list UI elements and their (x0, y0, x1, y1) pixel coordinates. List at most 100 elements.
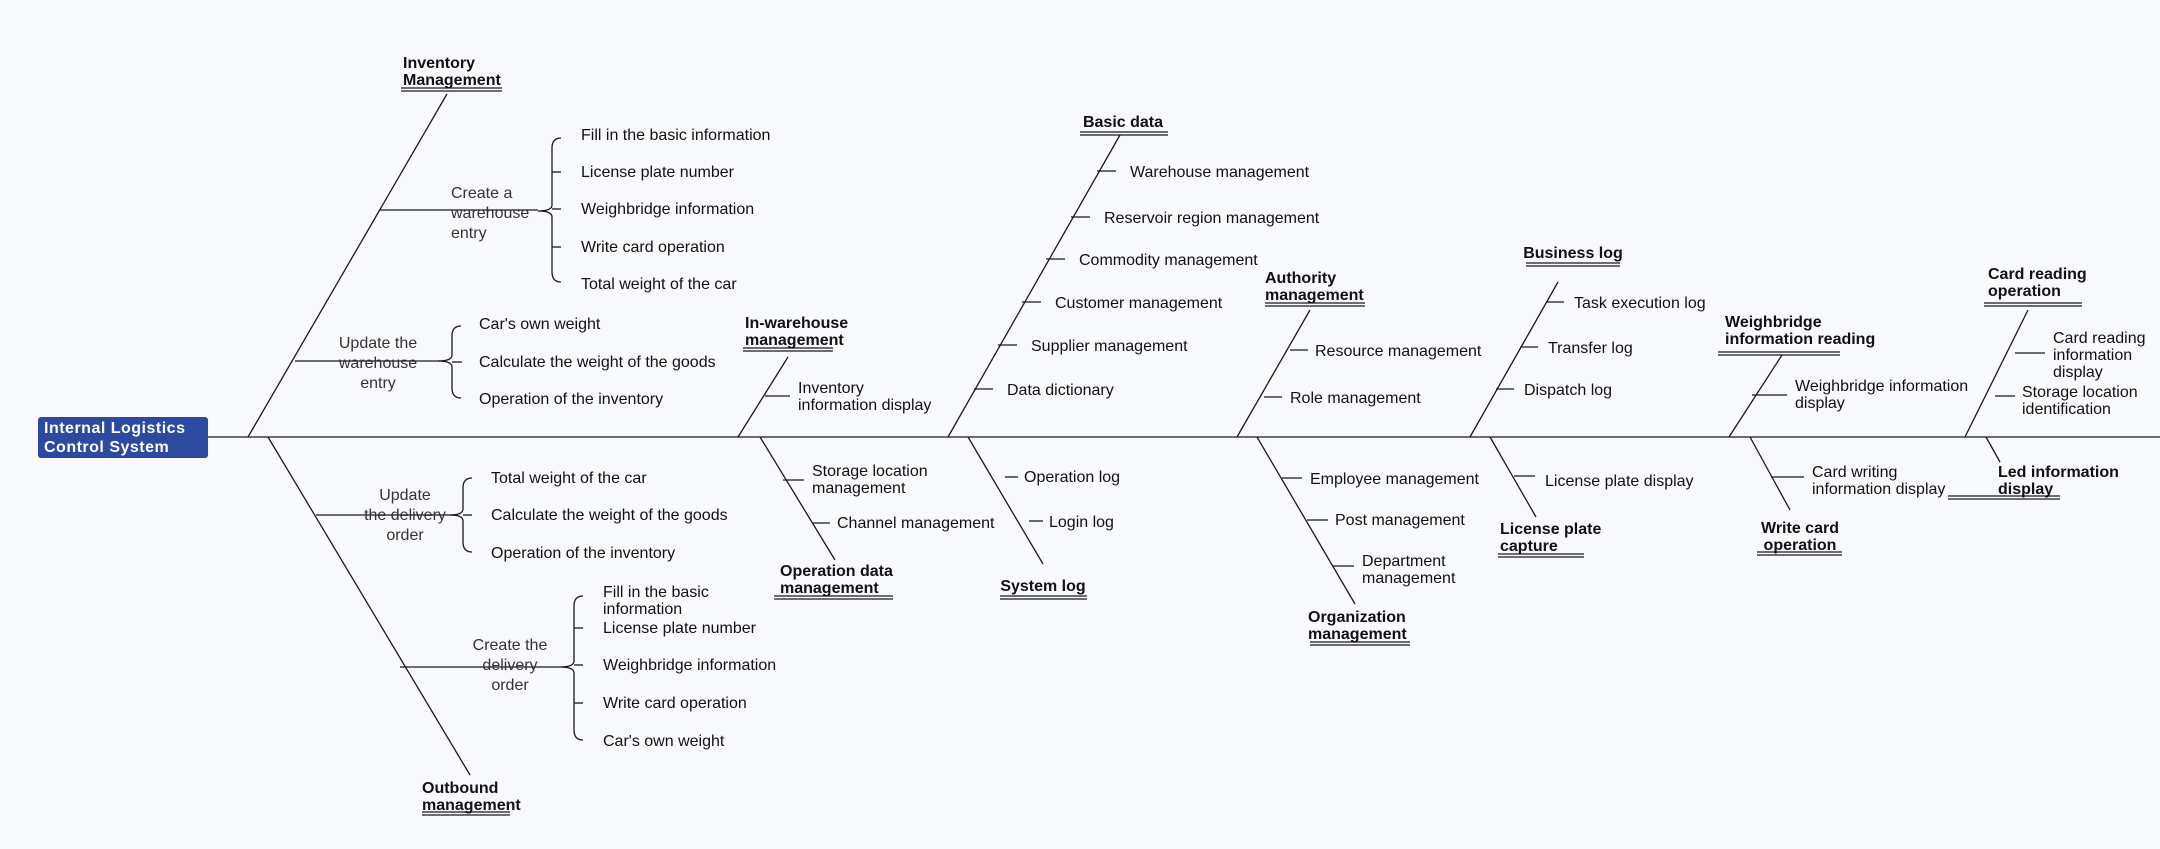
system-log-title: System log (1000, 578, 1085, 595)
basic-data-title-line: Basic data (1083, 114, 1163, 131)
organization-item-line: management (1362, 570, 1456, 587)
warehouse-entry-label-line: warehouse (450, 205, 529, 222)
update-delivery-label: Update the delivery order (364, 487, 446, 544)
warehouse-entry-item-line: Fill in the basic information (581, 127, 770, 144)
operation-data-bone (759, 436, 836, 561)
led-title-line: Led information (1998, 464, 2119, 481)
update-delivery-item: Operation of the inventory (491, 545, 675, 562)
basic-data-item-line: Customer management (1055, 295, 1223, 312)
create-delivery-item-line: Weighbridge information (603, 657, 776, 674)
warehouse-entry-item: License plate number (581, 164, 735, 181)
operation-data-item-line: management (812, 480, 906, 497)
update-delivery-item-line: Calculate the weight of the goods (491, 507, 728, 524)
in-warehouse-title-line: In-warehouse (745, 315, 848, 332)
warehouse-entry-label-line: Create a (451, 185, 512, 202)
update-delivery-label-line: order (386, 527, 424, 544)
operation-data-title-line: management (780, 580, 879, 597)
card-reading-item-line: Card reading (2053, 330, 2146, 347)
create-delivery-item-line: Fill in the basic (603, 584, 709, 601)
license-capture-title-line: License plate (1500, 521, 1601, 538)
write-card-title-line: operation (1764, 537, 1837, 554)
update-delivery-item-line: Total weight of the car (491, 470, 647, 487)
create-delivery-item-line: License plate number (603, 620, 757, 637)
business-log-item: Transfer log (1548, 340, 1633, 357)
basic-data-item-line: Reservoir region management (1104, 210, 1320, 227)
outbound-title-line: Outbound (422, 780, 498, 797)
system-log-item: Login log (1049, 514, 1114, 531)
authority-title-line: Authority (1265, 270, 1336, 287)
organization-bone (1256, 436, 1356, 605)
connector-lines (205, 93, 2160, 776)
basic-data-bone (947, 134, 1121, 438)
warehouse-entry-item-line: License plate number (581, 164, 735, 181)
write-card-bone (1749, 436, 1791, 511)
authority-item: Role management (1290, 390, 1421, 407)
update-entry-label-line: Update the (339, 335, 417, 352)
authority-bone (1236, 309, 1311, 438)
business-log-item: Dispatch log (1524, 382, 1612, 399)
business-log-item-line: Transfer log (1548, 340, 1633, 357)
warehouse-entry-item: Fill in the basic information (581, 127, 770, 144)
system-log-item: Operation log (1024, 469, 1120, 486)
card-reading-item-line: information (2053, 347, 2132, 364)
create-delivery-label-line: Create the (473, 637, 548, 654)
basic-data-item: Supplier management (1031, 338, 1188, 355)
organization-title-line: Organization (1308, 609, 1406, 626)
business-log-title-line: Business log (1523, 245, 1623, 262)
outbound-bone (267, 436, 471, 776)
card-reading-bone (1964, 309, 2029, 438)
card-reading-item-line: identification (2022, 401, 2111, 418)
update-entry-item: Operation of the inventory (479, 391, 663, 408)
authority-item-line: Resource management (1315, 343, 1482, 360)
license-capture-title-line: capture (1500, 538, 1558, 555)
basic-data-item: Warehouse management (1130, 164, 1310, 181)
update-delivery-label-line: Update (379, 487, 431, 504)
basic-data-item-line: Supplier management (1031, 338, 1188, 355)
weighbridge-item-line: Weighbridge information (1795, 378, 1968, 395)
create-delivery-item: License plate number (603, 620, 757, 637)
led-bone (1985, 436, 2001, 463)
warehouse-entry-item: Total weight of the car (581, 276, 737, 293)
brace (537, 137, 562, 283)
system-log-title-line: System log (1000, 578, 1085, 595)
write-card-item-line: information display (1812, 481, 1945, 498)
basic-data-title: Basic data (1083, 114, 1163, 131)
inventory-title-line: Management (403, 72, 501, 89)
create-delivery-item-line: Write card operation (603, 695, 747, 712)
update-delivery-label-line: the delivery (364, 507, 446, 524)
organization-item-line: Post management (1335, 512, 1465, 529)
led-title-line: display (1998, 481, 2053, 498)
warehouse-entry-item: Weighbridge information (581, 201, 754, 218)
warehouse-entry-item-line: Write card operation (581, 239, 725, 256)
business-log-item-line: Dispatch log (1524, 382, 1612, 399)
create-delivery-item: Car's own weight (603, 733, 725, 750)
authority-item-line: Role management (1290, 390, 1421, 407)
basic-data-item: Customer management (1055, 295, 1223, 312)
authority-item: Resource management (1315, 343, 1482, 360)
update-delivery-item-line: Operation of the inventory (491, 545, 675, 562)
card-reading-title-line: operation (1988, 283, 2061, 300)
create-delivery-label-line: order (491, 677, 529, 694)
card-reading-title-line: Card reading (1988, 266, 2087, 283)
create-delivery-label: Create the delivery order (473, 637, 548, 694)
license-capture-item: License plate display (1545, 473, 1694, 490)
create-delivery-label-line: delivery (482, 657, 537, 674)
license-capture-item-line: License plate display (1545, 473, 1694, 490)
root-box (38, 417, 208, 458)
